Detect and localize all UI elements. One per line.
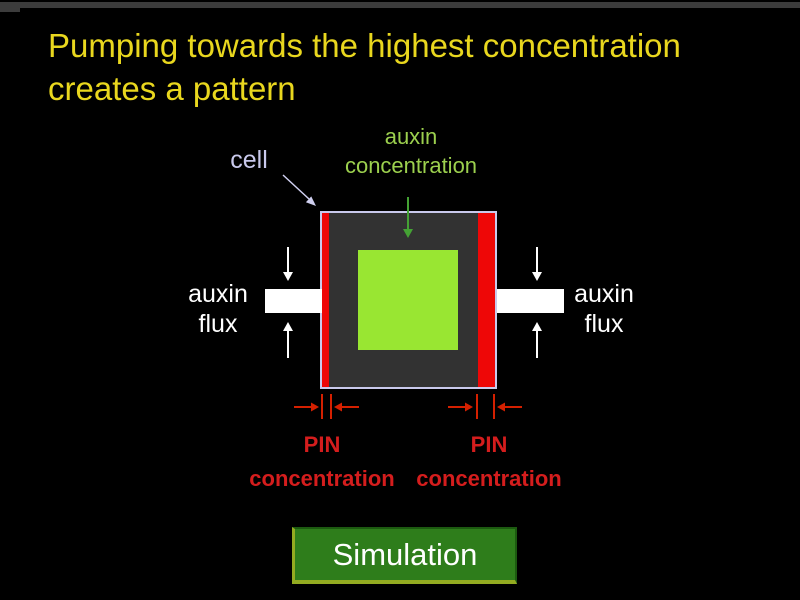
pin-left-line-1: PIN	[303, 432, 341, 457]
auxin-concentration-label-line-1: auxin	[384, 124, 438, 149]
flux-arrow-up-right-icon	[532, 322, 542, 358]
pin-right-line-2: concentration	[416, 466, 562, 491]
auxin-flux-left-line-2: flux	[198, 310, 238, 338]
auxin-concentration-square	[358, 250, 458, 350]
cell-label: cell	[230, 146, 268, 174]
flux-arrow-down-left-icon	[283, 247, 293, 281]
pin-right-line-1: PIN	[470, 432, 508, 457]
flux-bar-left	[265, 289, 322, 313]
title-line-2: creates a pattern	[48, 70, 296, 107]
auxin-concentration-label-line-2: concentration	[344, 153, 478, 178]
pin-left-line-2: concentration	[249, 466, 395, 491]
auxin-flux-label-right: auxin flux	[574, 279, 634, 339]
title-line-1: Pumping towards the highest concentratio…	[48, 27, 681, 64]
auxin-flux-left-line-1: auxin	[188, 280, 248, 308]
flux-bar-right	[497, 289, 564, 313]
page-title: Pumping towards the highest concentratio…	[48, 24, 768, 110]
pin-bar-right	[478, 213, 495, 387]
frame-strip-top	[0, 2, 800, 8]
pin-caliper-left-icon	[294, 394, 359, 419]
simulation-button[interactable]: Simulation	[292, 527, 517, 584]
cell-pointer-arrow-icon	[282, 174, 316, 206]
auxin-flux-right-line-1: auxin	[574, 280, 634, 308]
pin-caliper-right-icon	[448, 394, 522, 419]
auxin-concentration-label: auxin concentration	[345, 122, 477, 180]
auxin-flux-right-line-2: flux	[584, 310, 624, 338]
pin-bar-left	[322, 213, 329, 387]
pin-concentration-label-left: PIN concentration	[249, 428, 394, 496]
flux-arrow-down-right-icon	[532, 247, 542, 281]
cell-box	[320, 211, 497, 389]
frame-strip-left	[0, 2, 20, 12]
auxin-flux-label-left: auxin flux	[188, 279, 248, 339]
pin-concentration-label-right: PIN concentration	[416, 428, 561, 496]
flux-arrow-up-left-icon	[283, 322, 293, 358]
